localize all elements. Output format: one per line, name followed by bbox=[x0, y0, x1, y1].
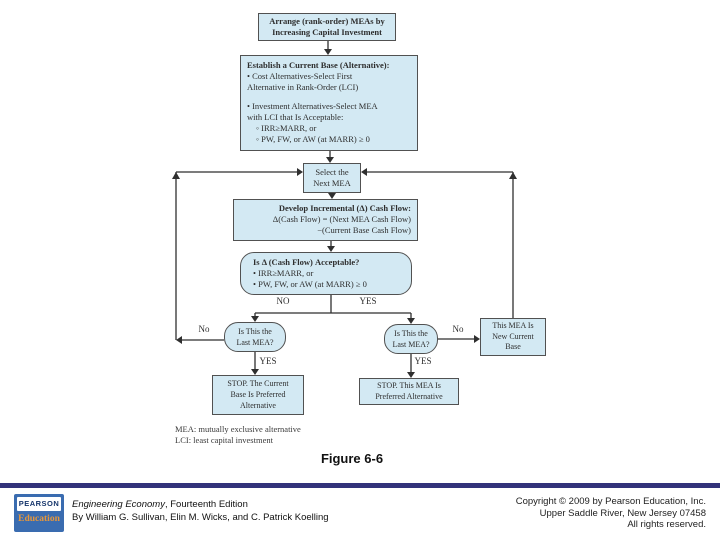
book-edition: , Fourteenth Edition bbox=[164, 499, 248, 510]
node-last-mea-left: Is This the Last MEA? bbox=[224, 322, 286, 352]
node-text: Next MEA bbox=[313, 178, 351, 188]
node-text: Base Is Preferred bbox=[230, 390, 286, 399]
node-new-current-base: This MEA Is New Current Base bbox=[480, 318, 546, 356]
node-text: New Current bbox=[492, 331, 534, 341]
node-text: Δ(Cash Flow) = (Next MEA Cash Flow) bbox=[272, 214, 411, 224]
node-text: • Cost Alternatives-Select First bbox=[247, 71, 353, 81]
pearson-logo-division: Education bbox=[18, 514, 60, 524]
node-text: • IRR≥MARR, or bbox=[253, 268, 314, 278]
node-text: STOP. This MEA Is bbox=[377, 381, 441, 390]
copyright-line: Upper Saddle River, New Jersey 07458 bbox=[539, 507, 706, 519]
node-last-mea-right: Is This the Last MEA? bbox=[384, 324, 438, 354]
book-title: Engineering Economy bbox=[72, 499, 165, 510]
node-arrange-meas: Arrange (rank-order) MEAs by Increasing … bbox=[258, 13, 396, 41]
node-text: Select the bbox=[315, 167, 349, 177]
node-develop-incremental: Develop Incremental (Δ) Cash Flow: Δ(Cas… bbox=[233, 199, 418, 241]
node-stop-this-mea: STOP. This MEA Is Preferred Alternative bbox=[359, 378, 459, 405]
node-select-next-mea: Select the Next MEA bbox=[303, 163, 361, 193]
node-text: Is This the bbox=[394, 329, 428, 338]
node-is-acceptable: Is Δ (Cash Flow) Acceptable? • IRR≥MARR,… bbox=[240, 252, 412, 295]
book-info: Engineering Economy, Fourteenth Edition … bbox=[72, 499, 329, 524]
node-text: −(Current Base Cash Flow) bbox=[317, 225, 411, 235]
node-text: • Investment Alternatives-Select MEA bbox=[247, 101, 378, 111]
figure-caption: Figure 6-6 bbox=[320, 451, 384, 466]
node-text: Preferred Alternative bbox=[375, 391, 443, 401]
branch-label-yes-left: YES bbox=[259, 356, 277, 366]
node-text: Alternative in Rank-Order (LCI) bbox=[247, 82, 359, 92]
node-text: Last MEA? bbox=[236, 338, 274, 347]
node-text: Establish a Current Base (Alternative): bbox=[247, 60, 390, 70]
legend-line: LCI: least capital investment bbox=[175, 435, 273, 445]
branch-label-no-left: No bbox=[198, 324, 210, 334]
node-text: • PW, FW, or AW (at MARR) ≥ 0 bbox=[253, 279, 367, 289]
pearson-logo-brand: PEARSON bbox=[17, 497, 61, 511]
node-text: Base bbox=[505, 342, 521, 351]
book-authors: By William G. Sullivan, Elin M. Wicks, a… bbox=[72, 511, 329, 523]
book-title-line: Engineering Economy, Fourteenth Edition bbox=[72, 499, 329, 512]
node-text: Increasing Capital Investment bbox=[272, 27, 382, 37]
node-stop-current-base: STOP. The Current Base Is Preferred Alte… bbox=[212, 375, 304, 415]
node-text: Last MEA? bbox=[392, 340, 430, 349]
node-text: ◦ IRR≥MARR, or bbox=[256, 123, 317, 133]
node-text: with LCI that Is Acceptable: bbox=[247, 112, 344, 122]
node-text: STOP. The Current bbox=[227, 379, 289, 388]
footer-divider-bar bbox=[0, 483, 720, 488]
copyright-line: Copyright © 2009 by Pearson Education, I… bbox=[515, 496, 706, 507]
node-text: Is Δ (Cash Flow) Acceptable? bbox=[253, 257, 360, 267]
branch-label-yes-right: YES bbox=[414, 356, 432, 366]
node-establish-base: Establish a Current Base (Alternative): … bbox=[240, 55, 418, 151]
branch-label-yes: YES bbox=[359, 296, 377, 306]
node-text: Develop Incremental (Δ) Cash Flow: bbox=[278, 203, 411, 213]
flowchart-legend: MEA: mutually exclusive alternative LCI:… bbox=[175, 424, 301, 446]
branch-label-no-right: No bbox=[452, 324, 464, 334]
node-text: ◦ PW, FW, or AW (at MARR) ≥ 0 bbox=[256, 134, 370, 144]
copyright-block: Copyright © 2009 by Pearson Education, I… bbox=[400, 496, 706, 531]
branch-label-no: NO bbox=[276, 296, 290, 306]
node-text: Is This the bbox=[238, 327, 272, 336]
node-text: This MEA Is bbox=[492, 321, 534, 330]
legend-line: MEA: mutually exclusive alternative bbox=[175, 424, 301, 434]
pearson-logo: PEARSON Education bbox=[14, 494, 64, 532]
node-text: Alternative bbox=[240, 401, 276, 410]
copyright-line: All rights reserved. bbox=[627, 519, 706, 530]
node-text: Arrange (rank-order) MEAs by bbox=[269, 16, 385, 26]
